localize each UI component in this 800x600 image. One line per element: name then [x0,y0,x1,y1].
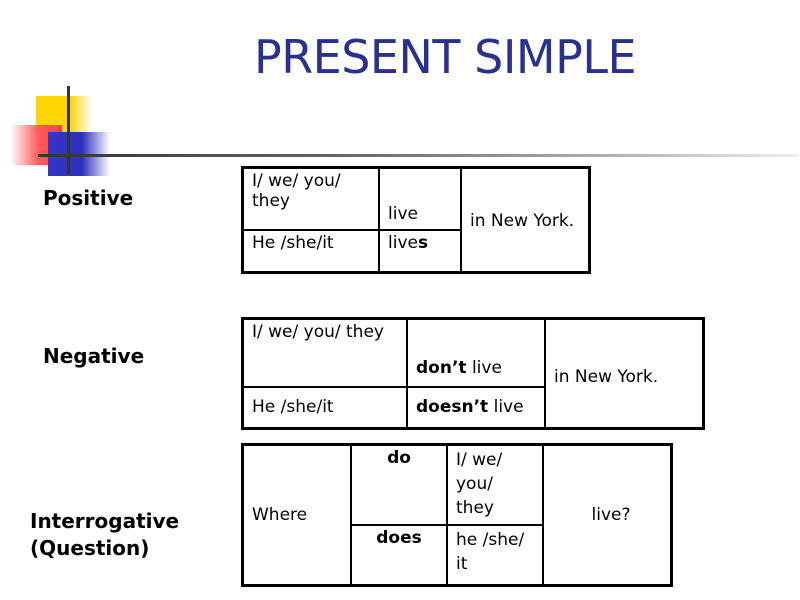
positive-label: Positive [43,186,134,210]
ornament-horizontal-line [38,154,798,157]
negative-subject-singular: He /she/it [241,385,408,430]
slide-title: PRESENT SIMPLE [253,30,637,84]
interrogative-label-line1: Interrogative [30,509,180,533]
positive-verb-stem: live [388,232,418,253]
negative-verb-singular: doesn’t live [406,385,546,430]
interrogative-label-line2: (Question) [30,536,150,560]
negative-label: Negative [43,344,145,368]
positive-verb-plural: live [378,166,462,231]
ornament-vertical-line [67,86,70,174]
positive-subject-singular: He /she/it [241,228,380,274]
negative-main-verb-singular: live [488,397,524,418]
positive-subject-plural: I/ we/ you/ they [241,166,380,231]
title-area: PRESENT SIMPLE [0,0,800,100]
positive-object: in New York. [460,166,591,274]
interrogative-wh-word: Where [241,443,352,587]
positive-verb-singular: lives [378,228,462,274]
positive-table: I/ we/ you/ they live in New York. He /s… [241,166,591,274]
interrogative-aux-plural: do [350,443,448,526]
interrogative-aux-singular: does [350,523,448,587]
negative-subject-plural: I/ we/ you/ they [241,317,408,388]
negative-table: I/ we/ you/ they don’t live in New York.… [241,317,705,430]
negative-object: in New York. [544,317,705,430]
negative-aux-singular: doesn’t [416,397,489,418]
interrogative-label: Interrogative (Question) [30,508,179,562]
negative-aux-plural: don’t [416,357,467,378]
negative-verb-plural: don’t live [406,317,546,388]
interrogative-verb: live? [542,443,673,587]
interrogative-table: Where do I/ we/ you/ they live? does he … [241,443,673,587]
negative-main-verb-plural: live [466,357,502,378]
positive-verb-ending: s [417,232,429,253]
interrogative-subject-plural: I/ we/ you/ they [446,443,544,526]
interrogative-subject-singular: he /she/ it [446,523,544,587]
